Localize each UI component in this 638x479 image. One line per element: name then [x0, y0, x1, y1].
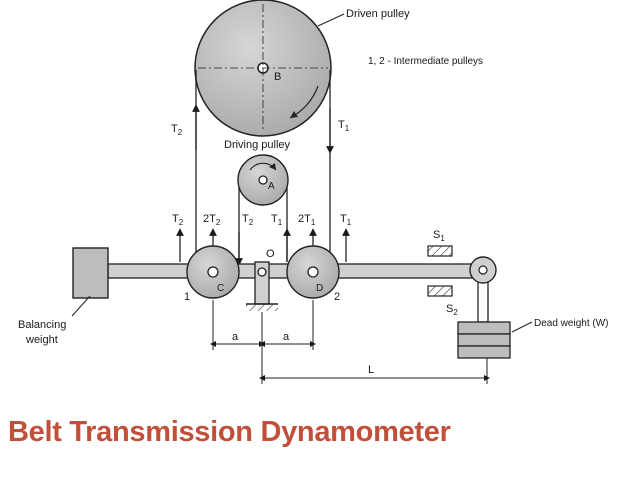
pulley-a-label: A — [268, 181, 275, 192]
balancing-weight-label-2: weight — [25, 334, 58, 346]
stops — [427, 245, 453, 297]
caption-title: Belt Transmission Dynamometer — [8, 416, 451, 448]
tension-t2-outer: T2 — [172, 213, 184, 227]
driving-pulley — [237, 154, 289, 206]
stop-s2-label: S2 — [446, 303, 458, 317]
pivot-support — [246, 261, 278, 311]
tension-labels: T2 T1 T2 2T2 T2 T1 2T1 T1 — [171, 119, 352, 227]
driving-pulley-label: Driving pulley — [224, 139, 291, 151]
pulley-number-1: 1 — [184, 291, 190, 303]
tension-t2-left: T2 — [171, 123, 183, 137]
tension-t2-inner: T2 — [242, 213, 254, 227]
intermediate-pulleys-note: 1, 2 - Intermediate pulleys — [368, 56, 483, 67]
tension-t1-inner: T1 — [271, 213, 283, 227]
driven-pulley-label: Driven pulley — [346, 8, 410, 20]
dead-weight-label: Dead weight (W) — [534, 318, 608, 329]
pulley-c-label: C — [217, 283, 224, 294]
stop-s1-label: S1 — [433, 229, 445, 243]
tension-t1-outer: T1 — [340, 213, 352, 227]
intermediate-pulley-c — [186, 245, 240, 299]
pulley-b-label: B — [274, 71, 281, 83]
pulley-number-2: 2 — [334, 291, 340, 303]
tension-t1-right: T1 — [338, 119, 350, 133]
tension-2t2: 2T2 — [203, 213, 221, 227]
dim-a-right: a — [283, 331, 290, 343]
tension-2t1: 2T1 — [298, 213, 316, 227]
intermediate-pulley-d — [286, 245, 340, 299]
dim-l: L — [368, 364, 374, 376]
pulley-d-label: D — [316, 283, 323, 294]
balancing-weight — [72, 247, 109, 299]
dead-weight — [457, 321, 511, 359]
balancing-weight-label: Balancing — [18, 319, 66, 331]
dimension-lines — [210, 300, 490, 384]
pivot-o-label: O — [266, 248, 275, 260]
dim-a-left: a — [232, 331, 239, 343]
hanger — [469, 256, 497, 323]
driven-pulley — [194, 0, 332, 137]
